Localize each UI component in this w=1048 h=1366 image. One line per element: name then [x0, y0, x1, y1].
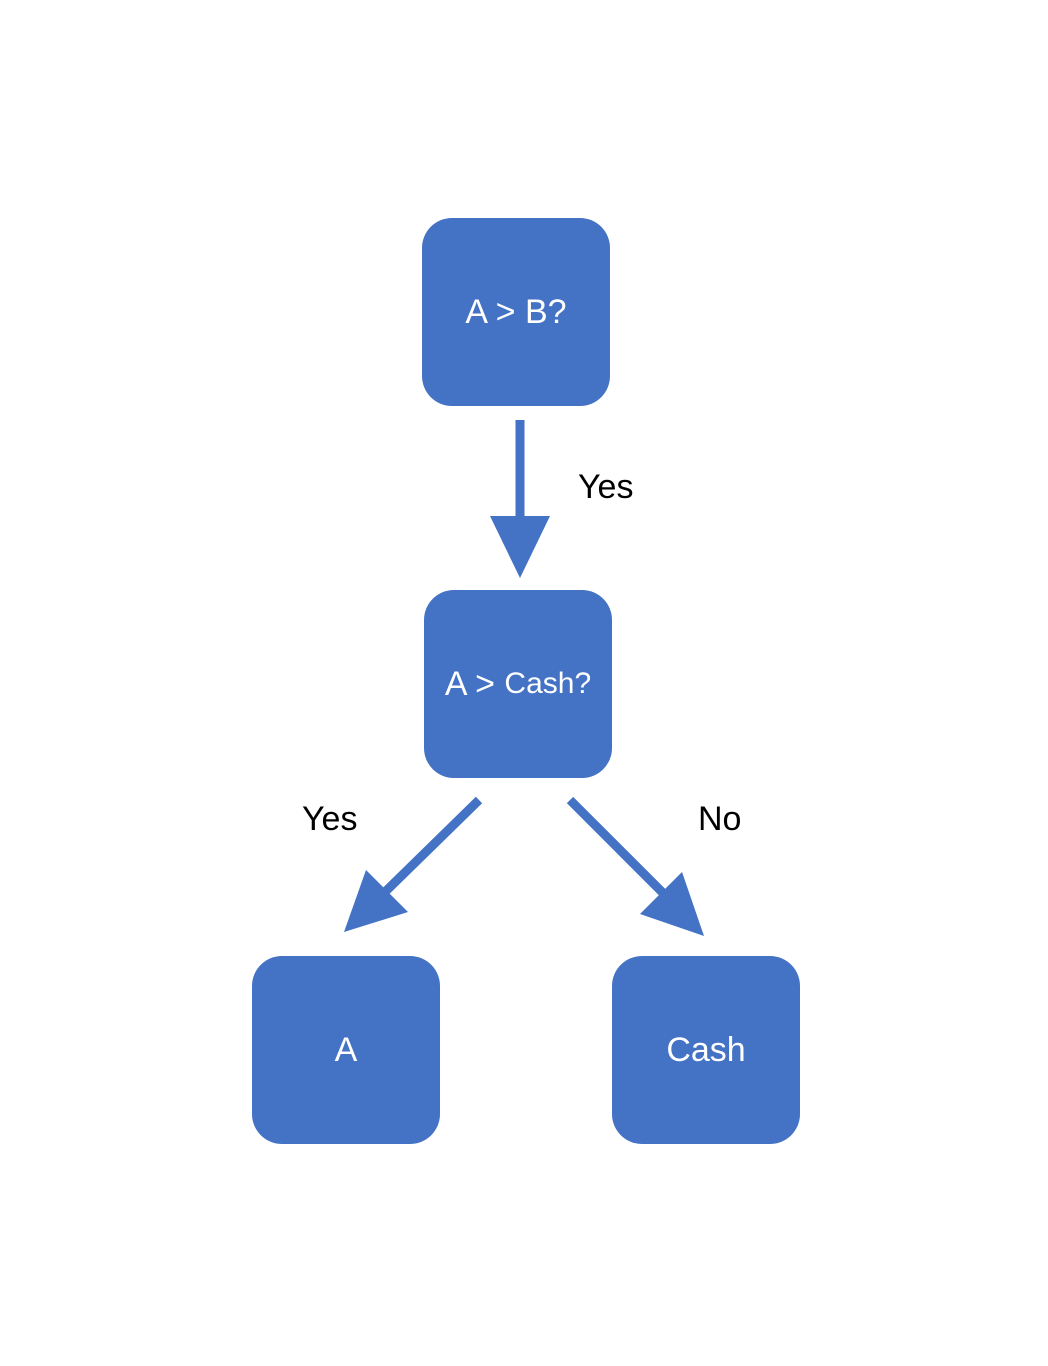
arrow-mid-to-right — [566, 796, 704, 936]
node-label-prefix: A > — [444, 664, 505, 703]
arrowhead — [640, 872, 704, 936]
arrowhead — [344, 870, 408, 932]
arrow-root-to-mid — [490, 420, 550, 578]
arrowhead — [490, 516, 550, 578]
node-label: A — [334, 1030, 358, 1069]
arrow-mid-to-left — [344, 796, 483, 932]
arrow-shaft — [566, 796, 668, 898]
arrow-shaft — [381, 796, 483, 896]
node-label: Cash — [666, 1030, 746, 1069]
edge-label-yes-mid-to-left: Yes — [302, 800, 358, 838]
node-label-suffix: Cash? — [504, 667, 592, 700]
edge-label-no-mid-to-right: No — [698, 800, 742, 838]
outcome-node-a: A — [252, 956, 440, 1144]
decision-node-a-gt-b: A > B? — [422, 218, 610, 406]
outcome-node-cash: Cash — [612, 956, 800, 1144]
decision-node-a-gt-cash: A > Cash? — [424, 590, 612, 778]
node-label: A > B? — [465, 292, 567, 331]
edge-label-yes-root-to-mid: Yes — [578, 468, 634, 506]
